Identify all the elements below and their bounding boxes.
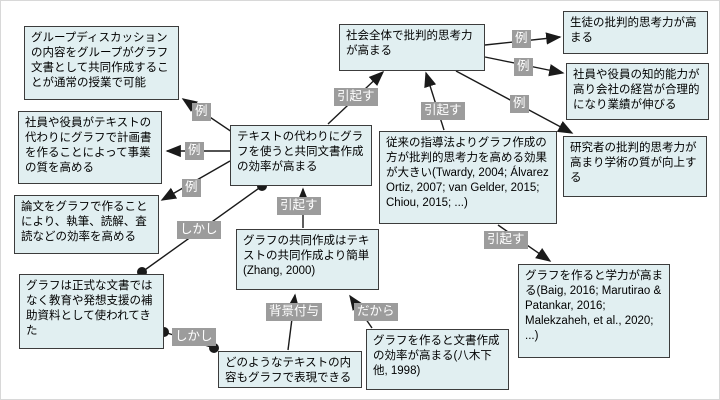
edge-label-background: 背景付与	[266, 303, 323, 321]
node-students-critical-thinking: 生徒の批判的思考力が高まる	[563, 11, 708, 54]
node-society-critical-thinking: 社会全体で批判的思考力が高まる	[339, 24, 485, 71]
node-company-performance: 社員や役員の知的能力が高り会社の経営が合理的になり業績が伸びる	[566, 63, 709, 120]
edge-label-example: 例	[192, 103, 211, 121]
edge-label-therefore: だから	[354, 303, 398, 321]
edge-label-however: しかし	[172, 328, 216, 346]
edge-label-example: 例	[514, 58, 533, 76]
edge-label-cause: 引起す	[421, 102, 465, 120]
edge-label-cause: 引起す	[334, 88, 378, 106]
edge-label-cause: 引起す	[484, 231, 528, 249]
node-researchers-quality: 研究者の批判的思考力が高まり学術の質が向上する	[563, 136, 707, 197]
node-doc-efficiency: グラフを作ると文書作成の効率が高まる(八木下他, 1998)	[366, 329, 509, 390]
node-any-text-as-graph: どのようなテキストの内容もグラフで表現できる	[218, 351, 362, 388]
node-graph-informal: グラフは正式な文書ではなく教育や発想支援の補助資料として使われてきた	[19, 274, 164, 349]
edge-label-cause: 引起す	[277, 197, 321, 215]
node-group-discussion: グループディスカッションの内容をグループがグラフ文書として共同作成することが通常…	[24, 26, 179, 100]
node-graph-collab-efficiency: テキストの代わりにグラフを使うと共同文書作成の効率が高まる	[230, 125, 372, 186]
edge-label-example: 例	[512, 30, 531, 48]
edge-label-example: 例	[185, 142, 204, 160]
edge-label-example: 例	[182, 179, 201, 197]
node-employees-plan: 社員や役員がテキストの代わりにグラフで計画書を作ることによって事業の質を高める	[18, 111, 162, 184]
node-paper-graph: 論文をグラフで作ることにより、執筆、読解、査読などの効率を高める	[14, 195, 159, 254]
edge-label-however: しかし	[177, 221, 221, 239]
node-graph-collab-easier: グラフの共同作成はテキストの共同作成より簡単(Zhang, 2000)	[236, 229, 379, 290]
edge-cause-evidence-to-society	[424, 71, 445, 131]
node-evidence-achievement: グラフを作ると学力が高まる(Baig, 2016; Marutirao & Pa…	[518, 264, 670, 358]
edge-label-example: 例	[510, 95, 529, 113]
node-evidence-critical-thinking: 従来の指導法よりグラフ作成の方が批判的思考力を高める効果が大きい(Twardy,…	[379, 131, 557, 224]
